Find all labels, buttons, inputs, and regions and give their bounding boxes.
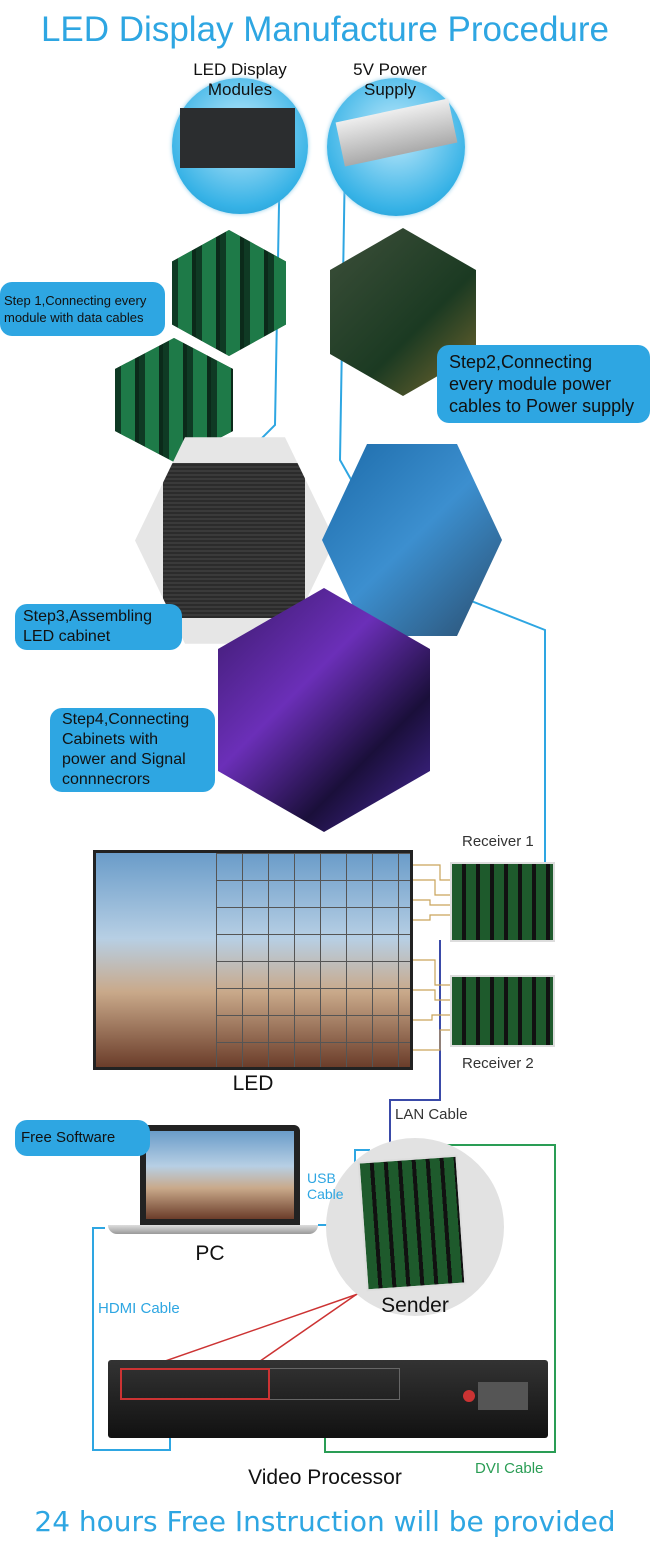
lan-line [389,940,441,1160]
usb-cable-label-2: Cable [307,1186,344,1202]
page-title: LED Display Manufacture Procedure [40,10,610,49]
power-supply-label: 5V Power Supply [353,60,427,99]
step3-bubble: Step3,Assembling LED cabinet [15,604,182,650]
usb-cable-label-1: USB [307,1170,336,1186]
modules-label: LED Display Modules [193,60,287,99]
lan-cable-label: LAN Cable [395,1106,468,1123]
receiver2-label: Receiver 2 [462,1055,534,1072]
footer-text: 24 hours Free Instruction will be provid… [34,1505,616,1538]
sender-card [357,1154,467,1292]
led-screen [93,850,413,1070]
step1-bubble: Step 1,Connecting every module with data… [0,282,165,336]
module-cables-photo [172,230,286,356]
step4-bubble: Step4,Connecting Cabinets with power and… [50,708,215,792]
sender-label: Sender [381,1294,449,1317]
laptop [140,1125,300,1225]
video-processor-label: Video Processor [248,1466,402,1489]
power-socket-icon [478,1382,528,1410]
modules-circle [172,78,308,214]
hdmi-cable-label: HDMI Cable [98,1300,180,1317]
dvi-cable-label: DVI Cable [475,1460,544,1477]
pc-label: PC [195,1242,225,1265]
power-supply-circle [327,78,465,216]
receiver1-label: Receiver 1 [462,833,534,850]
receiver-cables [412,864,450,1051]
hdmi-line [92,1227,171,1451]
laptop-base [108,1225,318,1234]
video-processor [108,1360,548,1438]
led-module-image [180,108,295,168]
processor-highlight [120,1368,270,1400]
sender-circle [326,1138,504,1316]
cabinet-connection-photo [218,588,430,832]
receiver1-card [450,862,555,942]
cabinet-back-photo [322,444,502,636]
power-button-icon [463,1390,475,1402]
receiver2-card [450,975,555,1047]
laptop-screen [146,1131,294,1219]
power-supply-image [335,98,458,167]
led-label: LED [232,1072,274,1095]
step2-bubble: Step2,Connecting every module power cabl… [437,345,650,423]
free-software-bubble: Free Software [15,1120,150,1156]
